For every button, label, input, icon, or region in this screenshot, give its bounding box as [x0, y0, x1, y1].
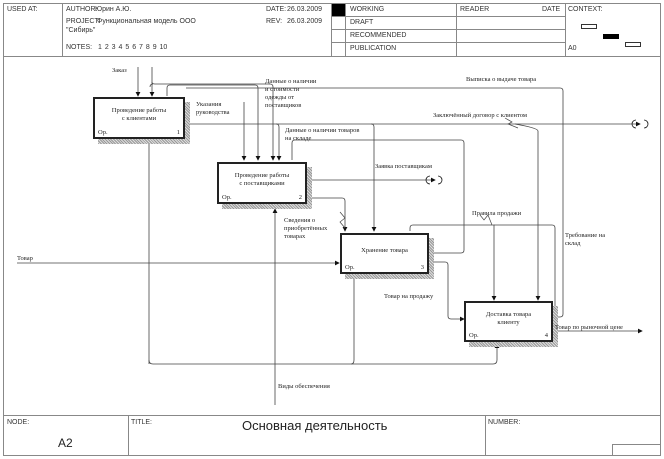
arrow-box1-input3 [166, 84, 261, 161]
reader-date-label: DATE [542, 6, 561, 13]
label-order: Заказ [112, 67, 127, 74]
box1-number: 1 [176, 129, 180, 136]
label-sales-rules: Правила продажи [472, 210, 522, 217]
context-label: CONTEXT: [568, 6, 603, 13]
author-label: AUTHOR: [66, 6, 98, 13]
title-label: TITLE: [131, 419, 153, 426]
box3-title: Хранение товара [361, 247, 408, 254]
number-label: NUMBER: [488, 419, 521, 426]
label-issue-statement: Выписка о выдаче товара [466, 76, 537, 83]
project-label: PROJECT: [66, 18, 100, 25]
project-value: Функциональная модель ООО [97, 18, 196, 25]
label-supplier-request: Заявка поставщикам [375, 163, 432, 170]
box4-number: 4 [544, 332, 548, 339]
date-label: DATE: [266, 6, 287, 13]
status-draft: DRAFT [350, 19, 374, 26]
box2-number: 2 [298, 194, 302, 201]
box1-op: Ор. [98, 129, 108, 136]
arrow-purchased [306, 197, 348, 232]
arrow-for-sale [428, 261, 465, 322]
arrow-issue [149, 83, 154, 88]
label-goods: Товар [17, 255, 33, 262]
label-support: Виды обеспечения [278, 383, 330, 390]
status-recommended: RECOMMENDED [350, 32, 407, 39]
used-at-label: USED AT: [7, 6, 38, 13]
date-value: 26.03.2009 [287, 6, 323, 13]
node-label: NODE: [7, 419, 30, 426]
status-publication: PUBLICATION [350, 45, 397, 52]
page-title: Основная деятельность [242, 418, 388, 433]
label-market-price: Товар по рыночной цене [555, 324, 623, 331]
activity-box-3[interactable]: Хранение товара Ор. 3 [340, 233, 429, 274]
label-contract: Заключённый договор с клиентом [433, 112, 527, 119]
status-working: WORKING [350, 6, 385, 13]
rev-value: 26.03.2009 [287, 18, 323, 25]
author-value: Юрин А.Ю. [95, 6, 132, 13]
node-value: A2 [58, 436, 73, 450]
label-for-sale: Товар на продажу [384, 293, 434, 300]
arrow-sales-rules [409, 224, 497, 301]
box3-number: 3 [420, 264, 424, 271]
box2-op: Ор. [222, 194, 232, 201]
reader-label: READER [460, 6, 490, 13]
box3-op: Ор. [345, 264, 355, 271]
notes-value: 1 2 3 4 5 6 7 8 9 10 [98, 44, 168, 51]
project-value-line2: "Сибирь" [66, 27, 96, 34]
status-working-marker [332, 4, 345, 16]
rev-label: REV: [266, 18, 283, 25]
context-node: A0 [568, 45, 577, 52]
box4-op: Ор. [469, 332, 479, 339]
notes-label: NOTES: [66, 44, 93, 51]
